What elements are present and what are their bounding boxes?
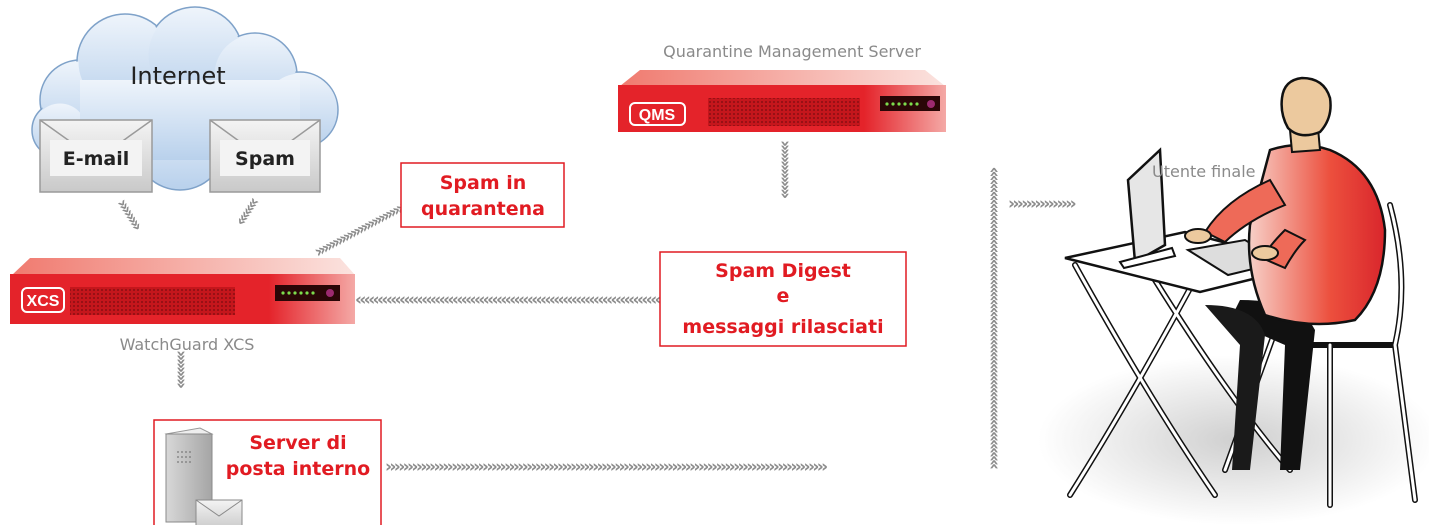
connector-email-to-xcs: ››››››››: [112, 195, 147, 234]
email-envelope: E-mail: [39, 119, 153, 193]
quarantine-line-1: Spam in: [440, 172, 527, 194]
connector-qms-to-digest: ››››››››››››››: [775, 140, 795, 198]
mail-server-line-2: posta interno: [226, 458, 370, 480]
mail-server-callout: Server di posta interno: [153, 419, 382, 525]
qms-appliance: QMS: [618, 70, 946, 132]
internet-label: Internet: [130, 62, 225, 90]
xcs-appliance: XCS: [10, 258, 355, 324]
connector-mailserver-to-user: ››››››››››››››››››››››››››››››››››››››››…: [385, 457, 827, 477]
quarantine-callout: Spam in quarantena: [400, 162, 565, 228]
connector-top-to-user: ›››››››››››››››: [1008, 194, 1076, 214]
digest-callout: Spam Digest e messaggi rilasciati: [659, 251, 907, 347]
connector-user-vertical: ››››››››››››››››››››››››››››››››››››››››…: [984, 168, 1004, 470]
mail-server-line-1: Server di: [249, 432, 346, 454]
qms-badge: QMS: [639, 107, 676, 124]
end-user-label: Utente finale: [1152, 162, 1255, 181]
digest-line-1: Spam Digest: [715, 260, 851, 282]
connector-spam-to-xcs: ›››››››: [231, 193, 264, 229]
connector-xcs-to-mailserver: ›››››››››: [171, 350, 191, 388]
spam-envelope: Spam: [209, 119, 321, 193]
server-icon: [164, 427, 214, 523]
mail-envelope-icon: [195, 499, 243, 525]
quarantine-line-2: quarantena: [421, 198, 545, 220]
spam-label: Spam: [235, 148, 295, 170]
xcs-badge: XCS: [27, 293, 60, 310]
email-label: E-mail: [63, 148, 130, 170]
end-user-illustration: [1038, 76, 1429, 525]
digest-line-3: messaggi rilasciati: [682, 316, 883, 338]
digest-line-2: e: [777, 285, 790, 307]
xcs-caption: WatchGuard XCS: [120, 335, 255, 354]
qms-caption: Quarantine Management Server: [663, 42, 921, 61]
